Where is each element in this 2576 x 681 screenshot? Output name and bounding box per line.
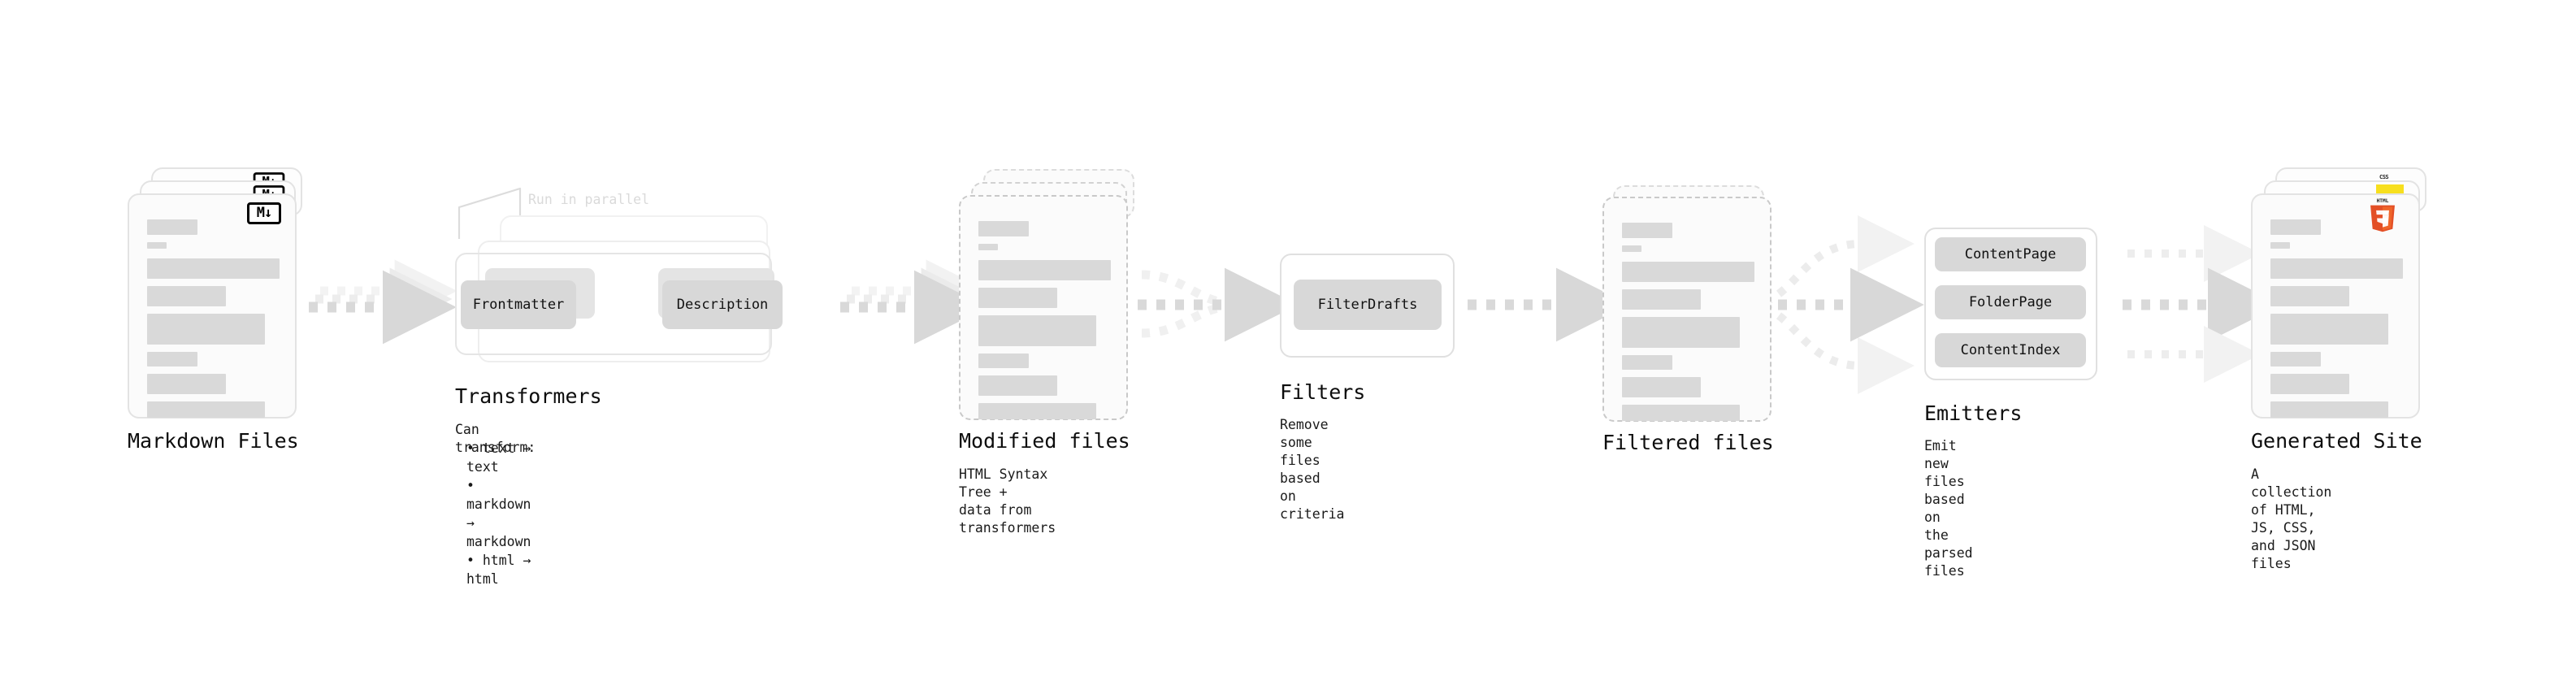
- bar: [147, 314, 265, 345]
- filter-node-filterdrafts[interactable]: FilterDrafts: [1294, 280, 1442, 330]
- bar: [978, 375, 1057, 396]
- bar: [978, 221, 1029, 236]
- modified-file-bars: [978, 221, 1112, 427]
- bar: [147, 352, 197, 367]
- stage-title-filters: Filters: [1280, 380, 1366, 404]
- stage-title-transformers: Transformers: [455, 384, 602, 408]
- stage-title-filtered-files: Filtered files: [1602, 431, 1774, 454]
- bar: [1622, 355, 1672, 370]
- bar: [2270, 242, 2290, 249]
- bar: [978, 260, 1111, 280]
- bar: [978, 354, 1029, 368]
- run-in-parallel-label: Run in parallel: [528, 192, 650, 207]
- bar: [147, 401, 265, 418]
- bar: [2270, 401, 2388, 418]
- stage-title-markdown-files: Markdown Files: [128, 429, 299, 453]
- transformers-bullet-list: • text → text • markdown → markdown • ht…: [455, 439, 531, 588]
- stage-subtitle-emitters: Emit new files based on the parsed files: [1924, 438, 1973, 579]
- bar: [978, 403, 1096, 419]
- bar: [147, 286, 226, 306]
- bullet-item: • html → html: [466, 553, 531, 587]
- bar: [1622, 262, 1754, 282]
- bar: [1622, 377, 1701, 397]
- bar: [147, 258, 280, 279]
- stage-subtitle-transformers: Can transform:: [455, 422, 536, 455]
- stage-subtitle-generated-site: A collection of HTML, JS, CSS, and JSON …: [2251, 466, 2332, 571]
- bar: [2270, 314, 2388, 345]
- bar: [2270, 258, 2403, 279]
- markdown-file-bars: [147, 219, 280, 425]
- bar: [978, 288, 1057, 308]
- emitter-node-contentindex[interactable]: ContentIndex: [1935, 333, 2086, 367]
- bar: [2270, 286, 2349, 306]
- bar: [1622, 289, 1701, 310]
- stage-subtitle-modified-files: HTML Syntax Tree + data from transformer…: [959, 466, 1056, 536]
- stage-subtitle-filters: Remove some files based on criteria: [1280, 417, 1345, 522]
- site-file-bars: [2270, 219, 2404, 425]
- bar: [978, 244, 998, 250]
- bar: [1622, 245, 1641, 252]
- css-badge-label: CSS: [2379, 174, 2389, 180]
- filtered-file-card-front: [1602, 197, 1772, 422]
- bar: [1622, 405, 1740, 421]
- emitter-node-contentpage[interactable]: ContentPage: [1935, 237, 2086, 271]
- transformer-node-frontmatter[interactable]: Frontmatter: [461, 280, 576, 329]
- bar: [147, 374, 226, 394]
- bar: [147, 242, 167, 249]
- site-file-card-front: [2251, 193, 2420, 419]
- arrow-modified-to-filters: [1138, 267, 1299, 342]
- emitter-node-folderpage[interactable]: FolderPage: [1935, 285, 2086, 319]
- filtered-file-bars: [1622, 223, 1755, 428]
- stage-title-emitters: Emitters: [1924, 401, 2023, 425]
- stage-title-generated-site: Generated Site: [2251, 429, 2422, 453]
- bar: [2270, 374, 2349, 394]
- modified-file-card-front: [959, 195, 1128, 420]
- stage-title-modified-files: Modified files: [959, 429, 1130, 453]
- bar: [2270, 219, 2321, 235]
- markdown-file-card-front: [128, 193, 297, 419]
- bar: [978, 315, 1096, 346]
- bar: [1622, 223, 1672, 238]
- arrow-markdown-to-transformers: [309, 259, 458, 345]
- arrow-transformers-to-modified: [840, 259, 989, 345]
- bar: [2270, 352, 2321, 367]
- bar: [1622, 317, 1740, 348]
- arrow-emitters-to-site: [2123, 225, 2282, 383]
- bullet-item: • text → text: [466, 440, 531, 475]
- svg-text:HTML: HTML: [2377, 198, 2389, 204]
- bar: [147, 219, 197, 235]
- transformer-node-description[interactable]: Description: [662, 280, 783, 329]
- bullet-item: • markdown → markdown: [466, 478, 531, 549]
- html5-icon: HTML: [2370, 198, 2395, 232]
- markdown-badge-front: M↓: [247, 202, 281, 224]
